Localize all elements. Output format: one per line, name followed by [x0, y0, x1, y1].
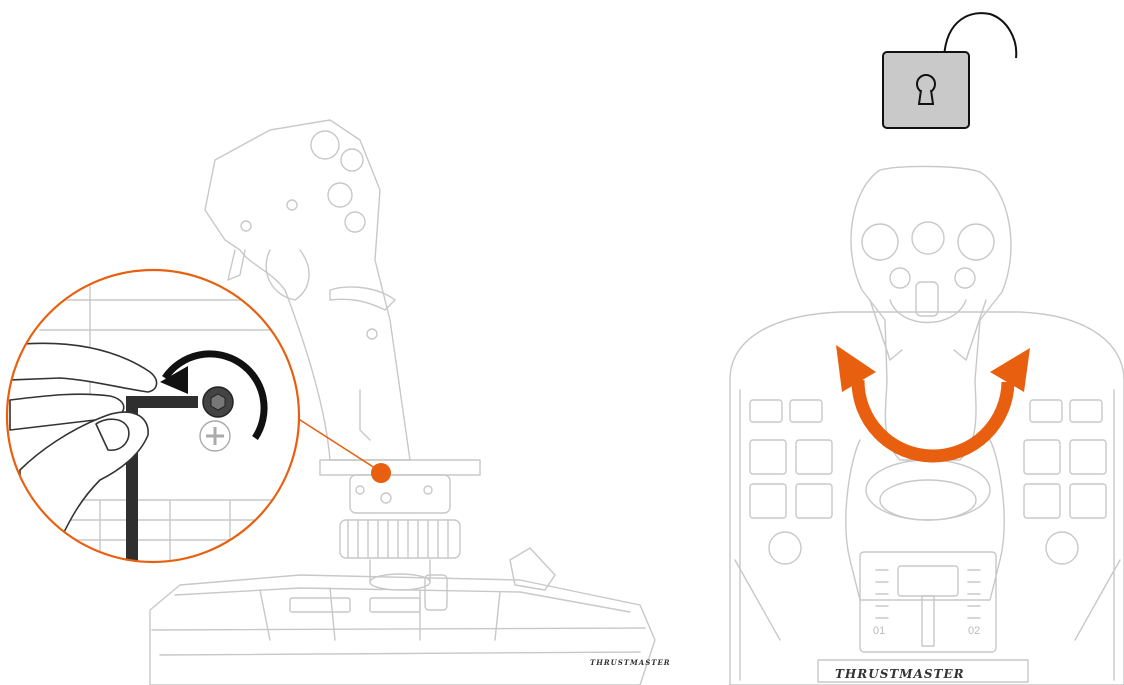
joystick-shaft-left — [320, 460, 480, 590]
left-instruction-panel: THRUSTMASTER — [0, 0, 690, 685]
button-grid-right — [1024, 400, 1106, 564]
rotation-arrows-icon — [836, 345, 1030, 456]
brand-right: THRUSTMASTER — [835, 667, 965, 681]
right-instruction-panel: THRUSTMASTER — [690, 0, 1124, 685]
center-console: 01 02 — [846, 440, 1004, 652]
slider-label-01: 01 — [873, 625, 885, 637]
zoom-circle — [7, 270, 300, 562]
brand-left: THRUSTMASTER — [590, 658, 671, 667]
joystick-base-right: THRUSTMASTER — [730, 312, 1124, 685]
callout-dot-icon — [371, 463, 391, 483]
right-illustration: THRUSTMASTER — [690, 0, 1124, 685]
joystick-base-left: THRUSTMASTER — [150, 548, 671, 685]
joystick-grip-right — [851, 166, 1011, 460]
button-grid-left — [750, 400, 832, 564]
left-illustration: THRUSTMASTER — [0, 0, 690, 685]
callout-line — [297, 418, 378, 470]
slider-label-02: 02 — [968, 625, 980, 637]
unlocked-padlock-icon — [883, 13, 1016, 128]
